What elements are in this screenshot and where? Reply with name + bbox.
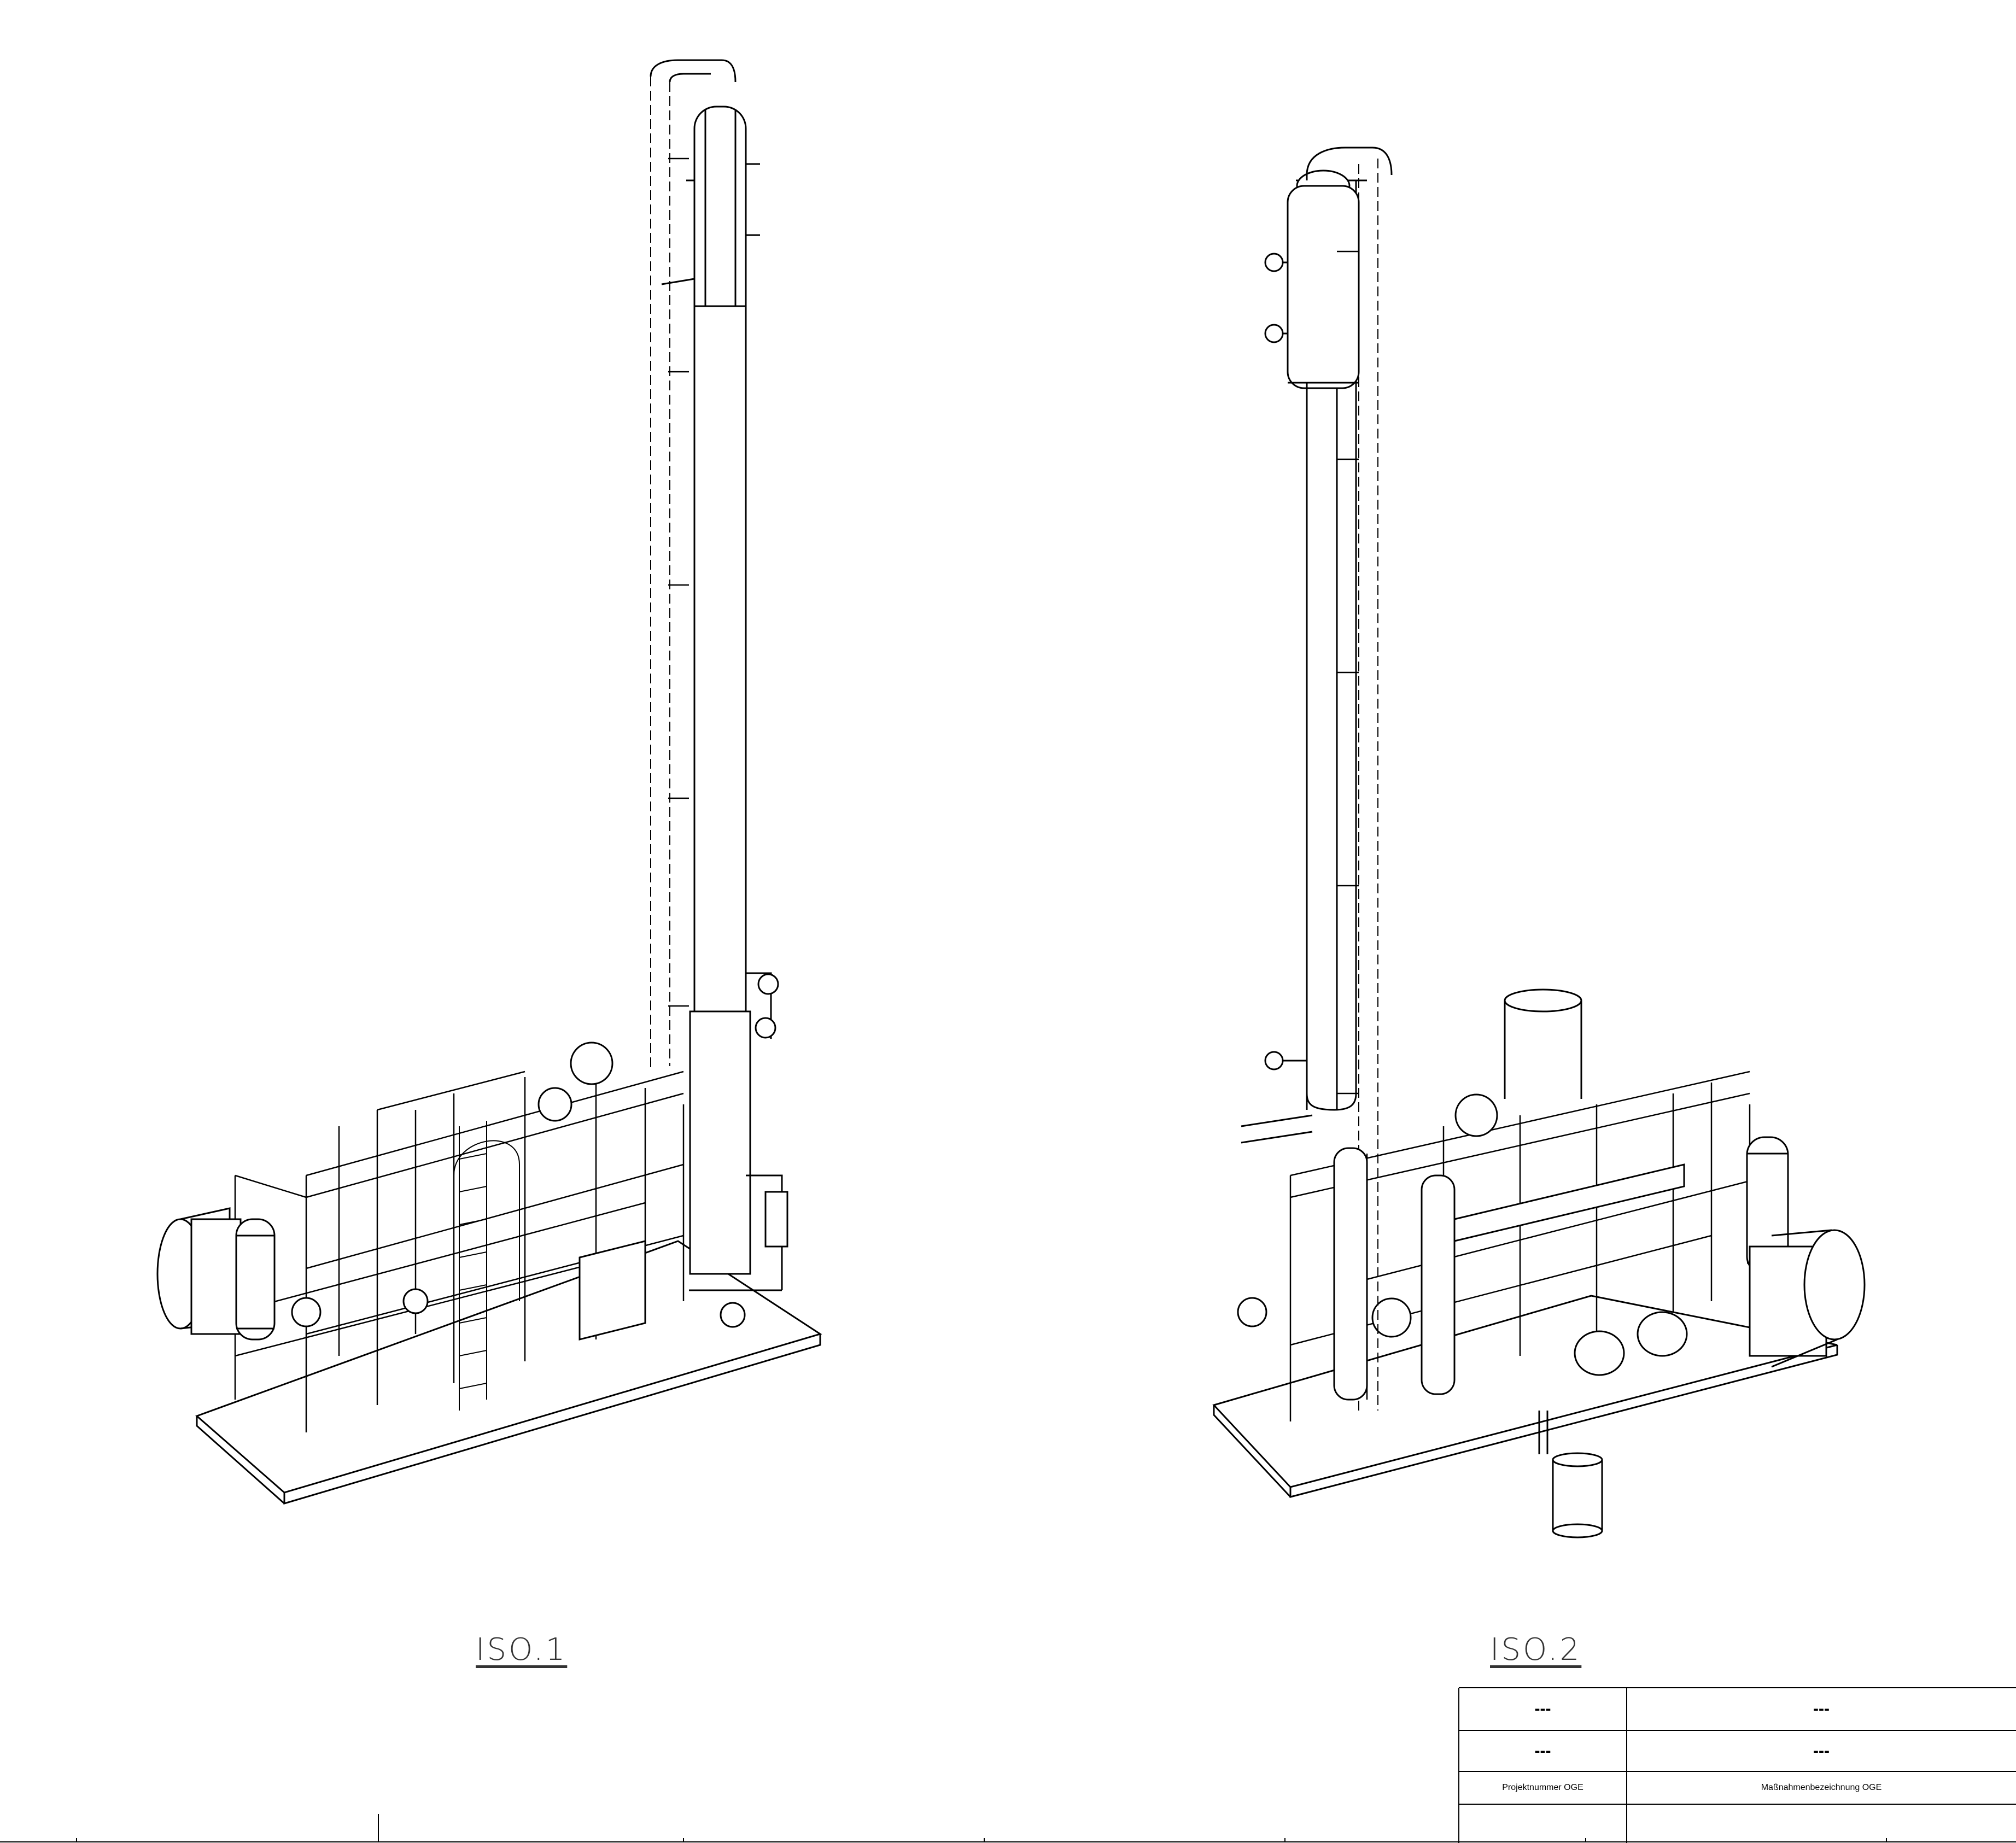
view-label-iso-1: ISO.1 xyxy=(476,1632,568,1668)
iso-1-drawing xyxy=(156,59,822,1505)
measure-name-row-1: --- xyxy=(1813,1700,1830,1718)
project-number-caption: Projektnummer OGE xyxy=(1502,1783,1583,1792)
view-label-iso-2: ISO.2 xyxy=(1490,1632,1582,1668)
project-number-row-2: --- xyxy=(1534,1741,1551,1760)
title-block: --- --- --- --- Projektnummer OGE Maßnah… xyxy=(1459,1688,2016,1843)
measure-name-row-2: --- xyxy=(1813,1741,1830,1760)
measure-name-caption: Maßnahmenbezeichnung OGE xyxy=(1761,1783,1882,1792)
sheet-frame xyxy=(0,1814,2016,1842)
iso-2-drawing xyxy=(1212,147,1866,1538)
project-number-row-1: --- xyxy=(1534,1700,1551,1718)
title-block-grid xyxy=(1458,1687,2016,1843)
